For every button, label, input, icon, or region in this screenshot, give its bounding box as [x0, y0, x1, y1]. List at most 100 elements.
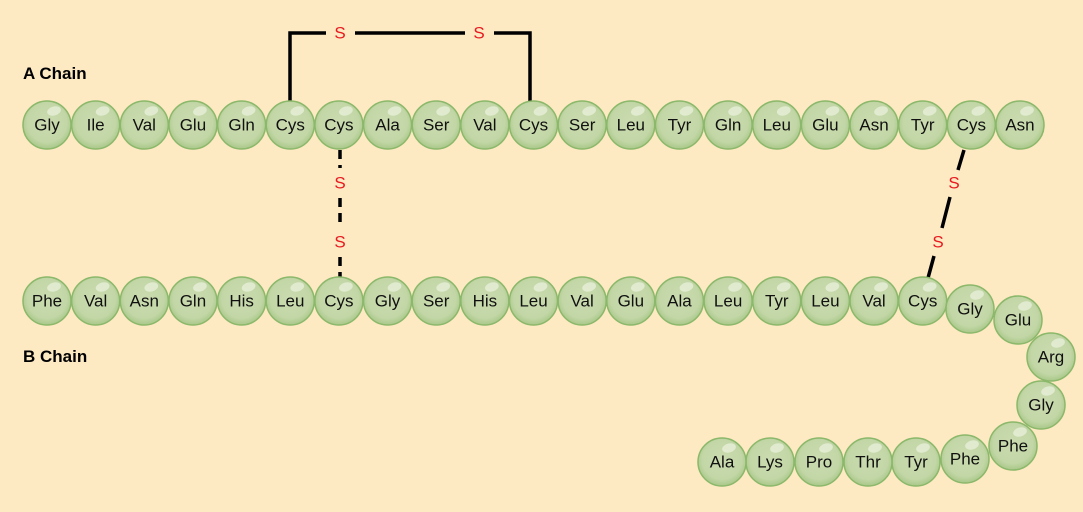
residue-label: Cys — [519, 116, 548, 135]
residue-label: Leu — [763, 116, 791, 135]
residue-label: Phe — [998, 437, 1028, 456]
residue-label: Tyr — [668, 116, 692, 135]
chain-b-residue-7: Cys — [314, 276, 364, 326]
chain-a-residue-4: Glu — [168, 100, 218, 150]
residue-label: Pro — [806, 453, 832, 472]
chain-a-residue-18: Asn — [849, 100, 899, 150]
chain-a-residue-15: Gln — [703, 100, 753, 150]
residue-label: Glu — [812, 116, 838, 135]
residue-label: Tyr — [904, 453, 928, 472]
chain-a-residue-16: Leu — [752, 100, 802, 150]
chain-b-residue-9: Ser — [411, 276, 461, 326]
chain-b-residue-13: Glu — [606, 276, 656, 326]
chain-b-residue-25: Phe — [940, 434, 990, 484]
chain-b-residue-3: Asn — [119, 276, 170, 326]
chain-b-residue-14: Ala — [654, 276, 705, 326]
chain-a-label: A Chain — [23, 64, 87, 83]
residue-label: Cys — [324, 116, 353, 135]
residue-label: Gly — [34, 116, 60, 135]
chain-b-residue-17: Leu — [800, 276, 851, 326]
residue-label: Gly — [1028, 396, 1054, 415]
residue-label: Ser — [569, 116, 596, 135]
residue-label: Gln — [715, 116, 741, 135]
chain-b-residue-2: Val — [70, 276, 121, 326]
chain-a-residue-11: Cys — [508, 100, 559, 150]
residue-label: Gly — [375, 292, 401, 311]
sulfur-label: S — [473, 24, 484, 43]
chain-a-residue-5: Gln — [216, 100, 267, 150]
chain-b-residue-22: Arg — [1026, 332, 1076, 382]
residue-label: Glu — [618, 292, 644, 311]
residue-label: His — [229, 292, 254, 311]
residue-label: Ser — [423, 116, 450, 135]
chain-b-residue-28: Pro — [794, 437, 844, 487]
chain-a-residue-19: Tyr — [897, 100, 948, 150]
residue-label: Val — [862, 292, 885, 311]
chain-a-residue-14: Tyr — [654, 100, 705, 150]
residue-label: Gly — [957, 300, 983, 319]
residue-label: Asn — [859, 116, 888, 135]
chain-b-residue-21: Glu — [993, 295, 1043, 345]
residue-label: Asn — [1005, 116, 1034, 135]
residue-label: Leu — [811, 292, 839, 311]
disulfide-bond-a20-b19 — [926, 149, 966, 279]
chain-b-residue-10: His — [460, 276, 510, 326]
residue-label: Cys — [908, 292, 937, 311]
residue-label: Val — [133, 116, 156, 135]
residue-label: Tyr — [765, 292, 789, 311]
chain-b-residue-16: Tyr — [752, 276, 802, 326]
chain-a-residue-3: Val — [119, 100, 170, 150]
sulfur-label: S — [948, 174, 959, 193]
chain-b-residue-1: Phe — [22, 276, 72, 326]
chain-b-residue-24: Phe — [988, 421, 1038, 471]
chain-a-residue-21: Asn — [995, 100, 1045, 150]
chain-a-residue-12: Ser — [557, 100, 607, 150]
residue-label: Leu — [714, 292, 742, 311]
chain-a-residue-10: Val — [460, 100, 510, 150]
residue-label: Leu — [276, 292, 304, 311]
residue-label: Val — [570, 292, 593, 311]
residue-label: Ala — [710, 453, 735, 472]
residue-label: Cys — [324, 292, 353, 311]
chain-b-residue-6: Leu — [265, 276, 315, 326]
residue-label: Gln — [228, 116, 254, 135]
chain-b-residue-19: Cys — [897, 276, 948, 326]
residue-label: Asn — [130, 292, 159, 311]
residue-label: Cys — [957, 116, 986, 135]
chain-b-residue-18: Val — [849, 276, 899, 326]
chain-b-residue-30: Ala — [697, 437, 747, 487]
sulfur-label: S — [334, 24, 345, 43]
disulfide-bond-a6-a11 — [288, 31, 532, 101]
residue-label: Ile — [87, 116, 105, 135]
chain-a-residue-7: Cys — [314, 100, 364, 150]
sulfur-label: S — [932, 233, 943, 252]
residue-label: Lys — [757, 453, 783, 472]
residue-label: Cys — [276, 116, 305, 135]
residue-label: His — [473, 292, 498, 311]
chain-b-residue-27: Thr — [843, 437, 893, 487]
chain-b-residue-29: Lys — [745, 437, 795, 487]
chain-b-residue-5: His — [216, 276, 267, 326]
residue-label: Ser — [423, 292, 450, 311]
residue-label: Leu — [617, 116, 645, 135]
residue-label: Val — [473, 116, 496, 135]
residue-label: Glu — [180, 116, 206, 135]
residue-label: Phe — [32, 292, 62, 311]
chain-b-residue-12: Val — [557, 276, 607, 326]
residue-label: Glu — [1005, 311, 1031, 330]
chain-b-label: B Chain — [23, 347, 87, 366]
chain-b-residue-20: Gly — [945, 284, 995, 334]
chain-b-residue-8: Gly — [362, 276, 413, 326]
chain-a-residue-1: Gly — [22, 100, 72, 150]
chain-a-residue-13: Leu — [606, 100, 656, 150]
chain-a-residue-17: Glu — [800, 100, 851, 150]
residue-label: Thr — [855, 453, 881, 472]
residue-label: Gln — [180, 292, 206, 311]
chain-b-residue-4: Gln — [168, 276, 218, 326]
sulfur-label: S — [334, 233, 345, 252]
residue-label: Leu — [519, 292, 547, 311]
chain-a-residue-9: Ser — [411, 100, 461, 150]
chain-a-residue-8: Ala — [362, 100, 413, 150]
